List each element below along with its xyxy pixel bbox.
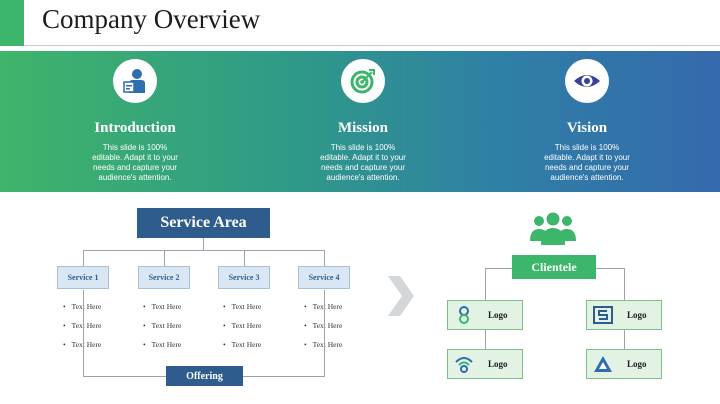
logo-label: Logo (627, 310, 647, 320)
service-1-items: Text Here Text Here Text Here (63, 302, 123, 359)
client-logo-4: Logo (586, 349, 662, 379)
introduction-title: Introduction (94, 120, 176, 136)
header-accent-bar (0, 0, 24, 46)
people-group-icon (530, 212, 576, 245)
mission-icon-circle (341, 59, 385, 103)
offering-bracket (83, 290, 84, 376)
introduction-text: This slide is 100% editable. Adapt it to… (92, 143, 178, 182)
offering-bracket (324, 290, 325, 376)
overview-banner: Introduction This slide is 100% editable… (0, 51, 720, 192)
tree-connector (324, 250, 325, 266)
vision-column: Vision This slide is 100% editable. Adap… (512, 51, 662, 183)
title-divider (24, 45, 720, 46)
target-icon (350, 69, 375, 94)
vision-icon-circle (565, 59, 609, 103)
chevron-right-icon (388, 276, 414, 316)
service-1-box: Service 1 (57, 266, 109, 289)
mission-column: Mission This slide is 100% editable. Ada… (288, 51, 438, 183)
vision-title: Vision (566, 120, 608, 136)
wifi-icon (454, 354, 474, 374)
tree-connector (83, 250, 84, 266)
logo-label: Logo (627, 359, 647, 369)
list-item: Text Here (304, 321, 364, 340)
service-2-items: Text Here Text Here Text Here (143, 302, 203, 359)
client-logo-3: Logo (447, 349, 523, 379)
tree-connector (244, 250, 245, 266)
tree-connector (485, 268, 486, 300)
user-id-icon (123, 69, 145, 93)
client-logo-2: Logo (586, 300, 662, 330)
client-logo-1: Logo (447, 300, 523, 330)
service-4-box: Service 4 (298, 266, 350, 289)
tree-connector (83, 250, 325, 251)
tree-connector (624, 330, 625, 349)
vision-text: This slide is 100% editable. Adapt it to… (544, 143, 630, 182)
mission-title: Mission (337, 120, 388, 136)
list-item: Text Here (143, 321, 203, 340)
tree-connector (485, 268, 512, 269)
logo-label: Logo (488, 359, 508, 369)
tree-connector (203, 238, 204, 250)
list-item: Text Here (63, 321, 123, 340)
service-3-box: Service 3 (218, 266, 270, 289)
list-item: Text Here (304, 302, 364, 321)
logo-label: Logo (488, 310, 508, 320)
service-4-items: Text Here Text Here Text Here (304, 302, 364, 359)
triangle-a-icon (593, 354, 613, 374)
list-item: Text Here (223, 321, 283, 340)
list-item: Text Here (143, 302, 203, 321)
tree-connector (624, 268, 625, 300)
mission-text: This slide is 100% editable. Adapt it to… (320, 143, 406, 182)
list-item: Text Here (63, 340, 123, 359)
clientele-label: Clientele (512, 255, 596, 279)
tree-connector (596, 268, 624, 269)
introduction-icon-circle (113, 59, 157, 103)
tree-connector (485, 330, 486, 349)
list-item: Text Here (304, 340, 364, 359)
introduction-column: Introduction This slide is 100% editable… (60, 51, 210, 183)
service-3-items: Text Here Text Here Text Here (223, 302, 283, 359)
list-item: Text Here (223, 340, 283, 359)
service-area-title: Service Area (137, 208, 270, 238)
service-2-box: Service 2 (138, 266, 190, 289)
offering-label: Offering (166, 366, 243, 386)
infinity-icon (454, 305, 474, 325)
list-item: Text Here (223, 302, 283, 321)
list-item: Text Here (143, 340, 203, 359)
s-logo-icon (593, 305, 613, 325)
eye-icon (574, 75, 600, 87)
page-title: Company Overview (42, 4, 261, 34)
tree-connector (164, 250, 165, 266)
list-item: Text Here (63, 302, 123, 321)
